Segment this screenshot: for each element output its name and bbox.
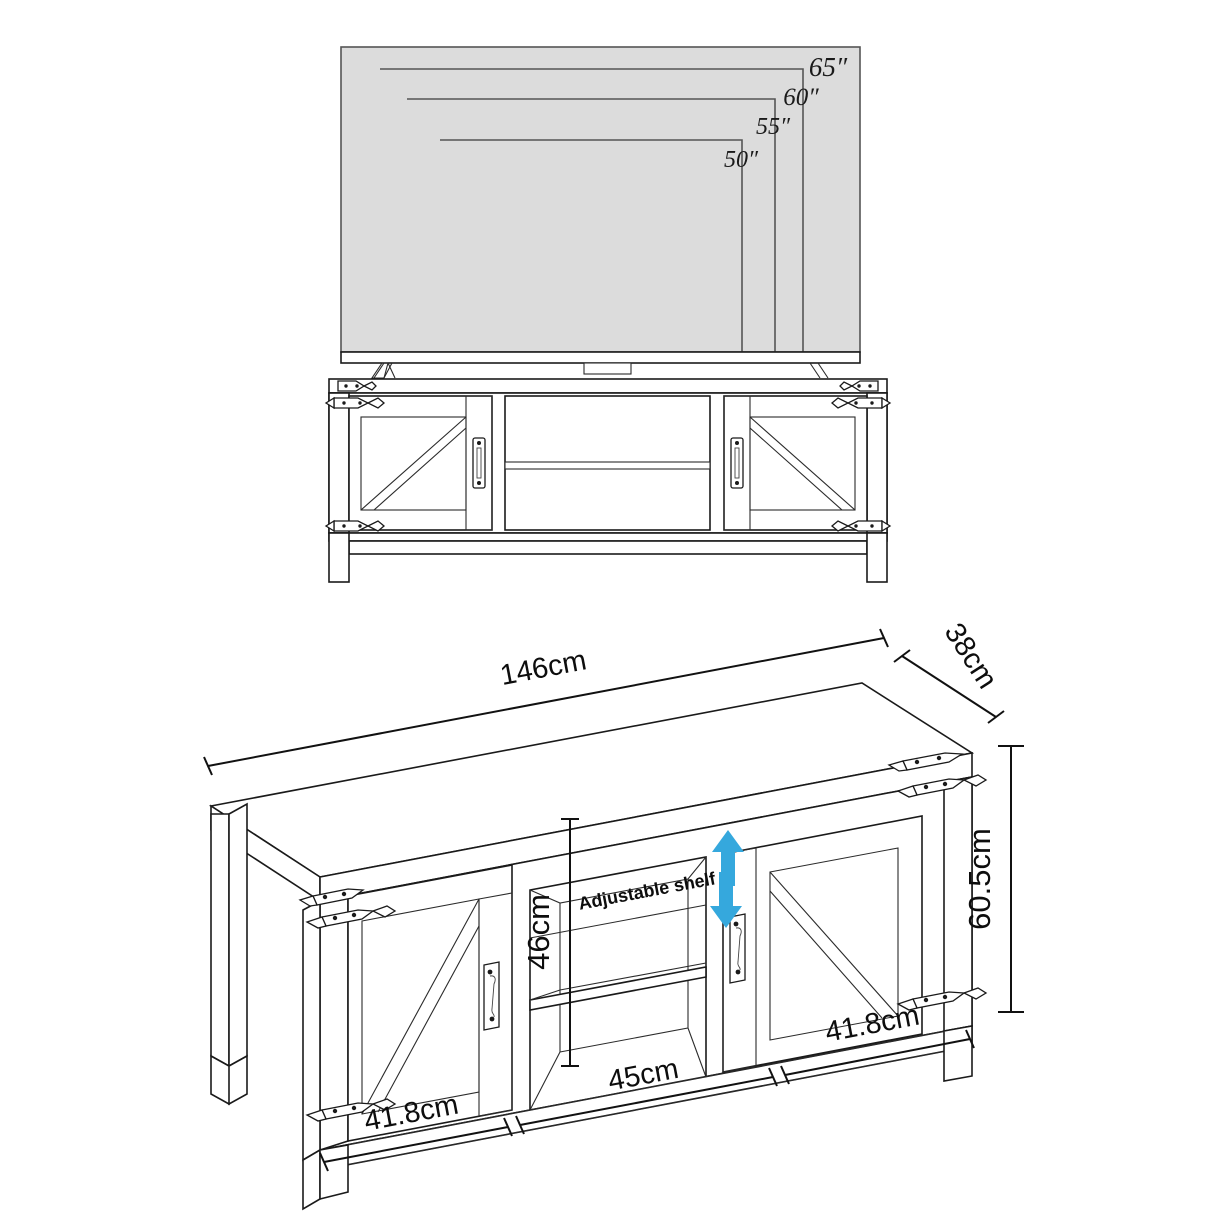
tv-outline-55	[407, 98, 776, 352]
cabinet-left-post	[328, 392, 350, 534]
right-door-diagonal-brace	[749, 416, 856, 511]
center-adjustable-shelf[interactable]	[504, 461, 711, 470]
tv-center-logo	[583, 362, 632, 375]
dimension-height-label: 60.5cm	[962, 828, 997, 930]
right-barn-door[interactable]	[723, 395, 868, 531]
tv-screen-group: 65″ 60″ 55″ 50″	[340, 46, 861, 364]
center-compartment	[504, 395, 711, 531]
right-door-handle[interactable]	[730, 437, 744, 489]
hinge-group-front	[324, 380, 892, 533]
right-door-inner-frame	[749, 416, 856, 511]
tv-size-label-50: 50″	[724, 147, 759, 173]
shelf-arrow-down-icon	[710, 872, 742, 928]
hinge-bottom-left-door	[324, 519, 386, 533]
iso-leg-back-left-lower	[210, 1054, 248, 1106]
left-door-diagonal-brace	[360, 416, 467, 511]
iso-hinge-group	[298, 752, 988, 1122]
iso-leg-left-lower	[302, 1148, 321, 1211]
tv-foot-left-2	[373, 362, 393, 379]
iso-left-door-diagonal-brace	[361, 898, 480, 1115]
iso-right-door-diagonal-brace	[769, 871, 899, 1019]
iso-right-door-handle[interactable]	[729, 913, 746, 984]
iso-upper-shelf-line	[529, 904, 707, 939]
dimension-opening-height-46: 46cm	[521, 818, 579, 1067]
tv-foot-left	[370, 362, 396, 379]
dimension-height-605: 60.5cm	[962, 745, 1024, 1013]
iso-hinge-top-left-door	[305, 905, 397, 929]
iso-adjustable-shelf[interactable]	[529, 966, 707, 1011]
hinge-top-right-door	[830, 396, 892, 410]
tv-size-label-55: 55″	[756, 114, 791, 140]
cabinet-leg-left	[328, 532, 350, 583]
iso-hinge-top-left-panel	[298, 888, 365, 907]
iso-adjustable-shelf-top	[529, 962, 707, 1001]
left-door-stile	[465, 395, 493, 531]
iso-leg-back-left-side	[228, 802, 248, 1068]
iso-right-door-stile	[722, 847, 757, 1073]
cabinet-right-post	[866, 392, 888, 534]
front-elevation-view: 65″ 60″ 55″ 50″	[324, 46, 892, 583]
cabinet-top-panel	[328, 378, 888, 394]
cabinet-leg-right	[866, 532, 888, 583]
iso-left-door-handle[interactable]	[483, 961, 500, 1031]
dimension-width-label: 146cm	[498, 644, 589, 692]
iso-left-door-stile	[478, 892, 513, 1117]
cabinet-bottom-rail-lower	[348, 540, 868, 555]
iso-bottom-rail-lower-edge	[319, 1045, 973, 1171]
iso-center-back-wall-2	[529, 879, 707, 1111]
iso-left-barn-door[interactable]	[347, 864, 513, 1142]
iso-hinge-top-right-door	[896, 774, 988, 798]
hinge-top-left-panel	[337, 380, 377, 392]
hinge-top-left-door	[324, 396, 386, 410]
hinge-top-right-panel	[839, 380, 879, 392]
hinge-bottom-right-door	[830, 519, 892, 533]
tv-outline-60	[380, 68, 804, 352]
left-door-panel[interactable]	[348, 395, 493, 531]
cabinet-bottom-rail-upper	[328, 532, 888, 542]
iso-hinge-bottom-right-door	[896, 987, 988, 1011]
dimension-depth-label: 38cm	[938, 618, 1003, 695]
isometric-view: 146cm 38cm	[203, 618, 1024, 1211]
iso-center-back-wall	[529, 856, 707, 904]
iso-hinge-bottom-left-door	[305, 1098, 397, 1122]
tv-bezel-bottom	[340, 351, 861, 364]
iso-right-barn-door[interactable]	[722, 815, 923, 1073]
right-door-panel[interactable]	[723, 395, 868, 531]
tv-outline-50	[440, 139, 743, 352]
iso-center-compartment	[529, 856, 707, 1111]
left-barn-door[interactable]	[348, 395, 493, 531]
iso-hinge-top-right-panel	[887, 752, 965, 772]
tv-outline-65	[340, 46, 861, 353]
dimension-opening-height-label: 46cm	[521, 894, 556, 970]
tv-foot-right	[809, 362, 829, 379]
dimension-depth-38: 38cm	[893, 618, 1005, 724]
left-door-handle[interactable]	[472, 437, 486, 489]
iso-leg-back-left	[210, 813, 230, 1068]
tv-size-label-65: 65″	[809, 52, 848, 82]
tv-size-label-60: 60″	[783, 84, 819, 111]
shelf-arrow-up-icon	[712, 830, 744, 886]
tv-stand-feet-group	[370, 362, 829, 379]
iso-leg-left-lower-front	[319, 1144, 349, 1201]
